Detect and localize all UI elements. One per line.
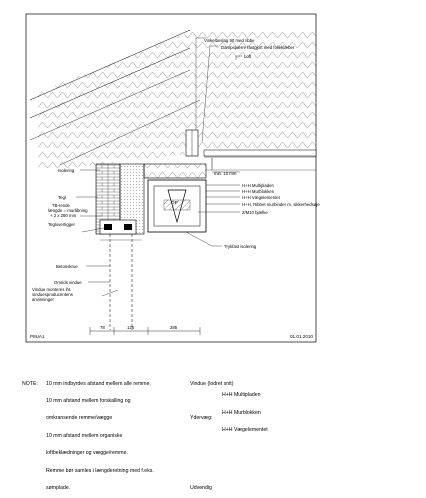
callout-mortar-line1: TB-rende bbox=[52, 203, 71, 208]
dimension-1: 78 bbox=[100, 325, 105, 330]
callout-window-note-line1: Vindue monteres iht. bbox=[32, 287, 71, 292]
section-drawing: Vinkelbeslag 90 med ribbe Dampspærre fas… bbox=[25, 13, 320, 343]
dimension-line: 78 125 285 bbox=[89, 325, 201, 335]
dimension-3: 285 bbox=[170, 325, 178, 330]
outer-label: Udvendig bbox=[190, 484, 212, 491]
callout-pressure-insulation: Trykfast isolering bbox=[224, 244, 257, 249]
note-line: 10 mm afstand mellem organiske bbox=[46, 432, 123, 439]
callout-mortar-line2: længde = muråbning bbox=[48, 208, 88, 213]
callout-tile-lifter: Teglovertigger bbox=[48, 222, 76, 227]
callout-concrete: Betonskrue bbox=[56, 264, 78, 269]
callout-vapour-barrier: Dampspærre fastgjort med folieklæber bbox=[221, 45, 295, 50]
product-line: H+H Vægelementet bbox=[222, 426, 268, 433]
note-line: loftbeklædninger og vægge/remme. bbox=[46, 450, 128, 457]
notes-block: NOTE: bbox=[22, 370, 38, 393]
callout-mortar-line3: + 2 x 260 mm bbox=[50, 213, 77, 218]
callout-h-line: H+H, Ribbet murbinder m. sikkerhedsøje bbox=[242, 202, 320, 207]
callout-window-note-line3: anvisninger bbox=[32, 297, 55, 302]
callout-window-note-line2: vinduesproducentens bbox=[32, 292, 73, 297]
outer-wall-label: Ydervæg: bbox=[190, 415, 213, 422]
roof-insulation bbox=[29, 29, 316, 172]
op-label: OP bbox=[171, 200, 178, 205]
callout-loft: Loft bbox=[244, 54, 252, 59]
window-section-title: Vindue (lodret snit) bbox=[190, 380, 234, 387]
callout-window-frame: Omrids vindue bbox=[54, 280, 82, 285]
callout-min-dim: min. 10 mm bbox=[214, 171, 237, 176]
drawing-date: 01.01.2010 bbox=[290, 334, 313, 339]
dimension-2: 125 bbox=[127, 325, 135, 330]
callout-tile: Tegl bbox=[58, 195, 66, 200]
ceiling bbox=[203, 149, 317, 171]
product-line: H+H Multipladen bbox=[222, 392, 261, 399]
callout-murblock: H+H Murblokken bbox=[242, 189, 275, 194]
callout-insulation: Isolering bbox=[58, 168, 75, 173]
drawing-id: P8UA1 bbox=[30, 334, 45, 339]
note-line: 10 mm afstand mellem forskalling og bbox=[46, 397, 131, 404]
window-head bbox=[99, 219, 137, 235]
lintel-block bbox=[147, 179, 207, 233]
leader-lines bbox=[76, 37, 242, 297]
product-line: H+H Murblokken bbox=[222, 409, 261, 416]
window-products: H+H Multipladen H+H Murblokken H+H Vægel… bbox=[222, 382, 268, 440]
callout-angle-fitting: Vinkelbeslag 90 med ribbe bbox=[204, 38, 255, 43]
drawing-frame bbox=[25, 13, 317, 343]
notes-lines: 10 mm indbyrdes afstand mellem alle remm… bbox=[46, 370, 154, 498]
notes-heading: NOTE: bbox=[22, 380, 38, 387]
angle-bracket bbox=[185, 129, 199, 157]
note-line: 10 mm indbyrdes afstand mellem alle remm… bbox=[46, 380, 151, 387]
note-line: Remme bør samles i længderetning med f.e… bbox=[46, 467, 154, 474]
callout-multiplate: H+H Multipladen bbox=[242, 183, 274, 188]
callout-vaegelement: H+H Vægelementet bbox=[242, 195, 281, 200]
callout-screw: 2/M10 bjælke bbox=[242, 210, 268, 215]
note-line: sømplade. bbox=[46, 484, 71, 491]
note-line: omkransende remme/vægge bbox=[46, 415, 113, 422]
